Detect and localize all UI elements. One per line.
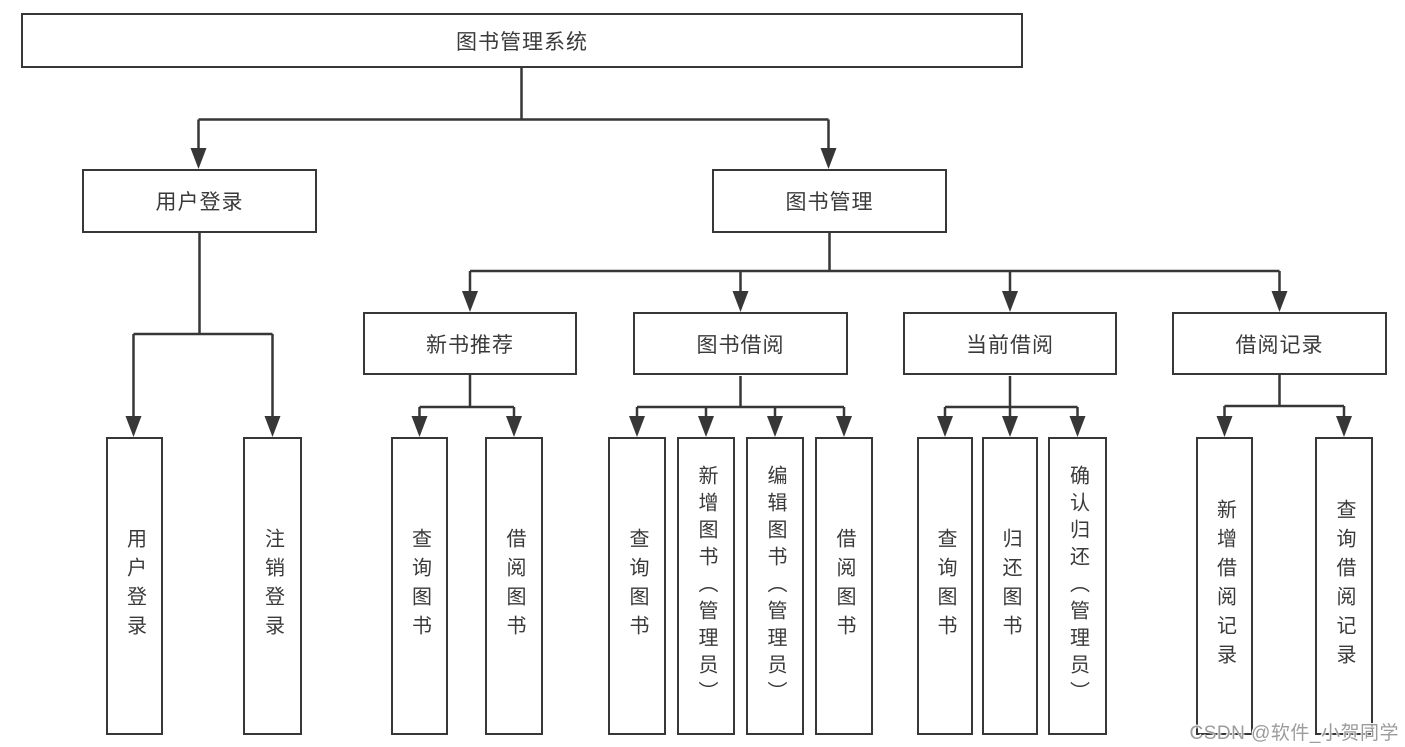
leaf-query-borrow-record: 查询借阅记录 (1315, 437, 1373, 735)
leaf-borrow-books-2: 借阅图书 (815, 437, 873, 735)
node-current-borrow: 当前借阅 (903, 312, 1117, 375)
connector-root-to-level2 (197, 68, 830, 148)
node-book-management: 图书管理 (712, 169, 947, 233)
node-book-borrow: 图书借阅 (633, 312, 848, 375)
connector-user-login-children (132, 233, 274, 416)
leaf-query-books-2: 查询图书 (608, 437, 666, 735)
node-library-management-system: 图书管理系统 (21, 13, 1023, 68)
node-user-login: 用户登录 (82, 169, 317, 233)
connector-borrow-records-children (1223, 375, 1346, 416)
csdn-watermark: CSDN @软件_小贺同学 (1189, 723, 1399, 744)
connector-book-management-children (468, 233, 1281, 291)
leaf-add-borrow-record: 新增借阅记录 (1196, 437, 1253, 735)
leaf-query-books: 查询图书 (391, 437, 448, 735)
leaf-add-books-admin: 新增图书（管理员） (677, 437, 735, 735)
connector-book-borrow-children (635, 376, 846, 416)
connector-new-book-recommend-children (418, 375, 516, 416)
leaf-return-books: 归还图书 (982, 437, 1038, 735)
leaf-confirm-return-admin: 确认归还（管理员） (1048, 437, 1107, 735)
node-new-book-recommend: 新书推荐 (363, 312, 577, 375)
node-borrow-records: 借阅记录 (1172, 312, 1387, 375)
leaf-edit-books-admin: 编辑图书（管理员） (746, 437, 804, 735)
leaf-borrow-books: 借阅图书 (485, 437, 543, 735)
connector-current-borrow-children (943, 376, 1079, 416)
leaf-user-login: 用户登录 (106, 437, 163, 735)
leaf-logout: 注销登录 (243, 437, 302, 735)
leaf-query-books-3: 查询图书 (917, 437, 973, 735)
